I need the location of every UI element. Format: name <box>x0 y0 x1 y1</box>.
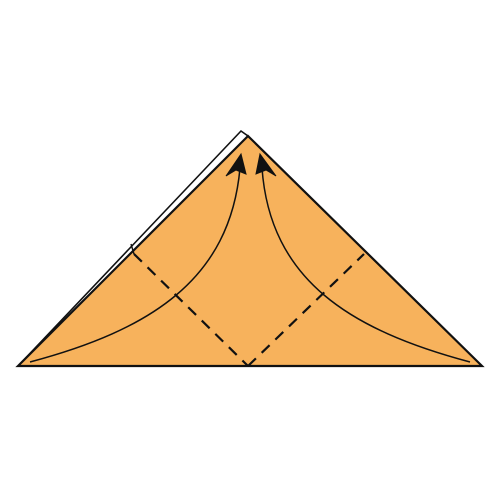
fold-up-arrows <box>29 167 471 363</box>
arrowhead-right-icon <box>255 152 277 177</box>
folded-triangle <box>15 134 485 368</box>
inner-layer-edge <box>130 243 135 255</box>
arrow-right-curve <box>261 167 471 363</box>
valley-fold-line-right <box>247 253 365 367</box>
valley-fold-lines <box>133 253 365 367</box>
arrowhead-left-icon <box>225 152 247 177</box>
arrow-left-curve <box>29 167 241 363</box>
valley-fold-line-left <box>133 253 249 367</box>
